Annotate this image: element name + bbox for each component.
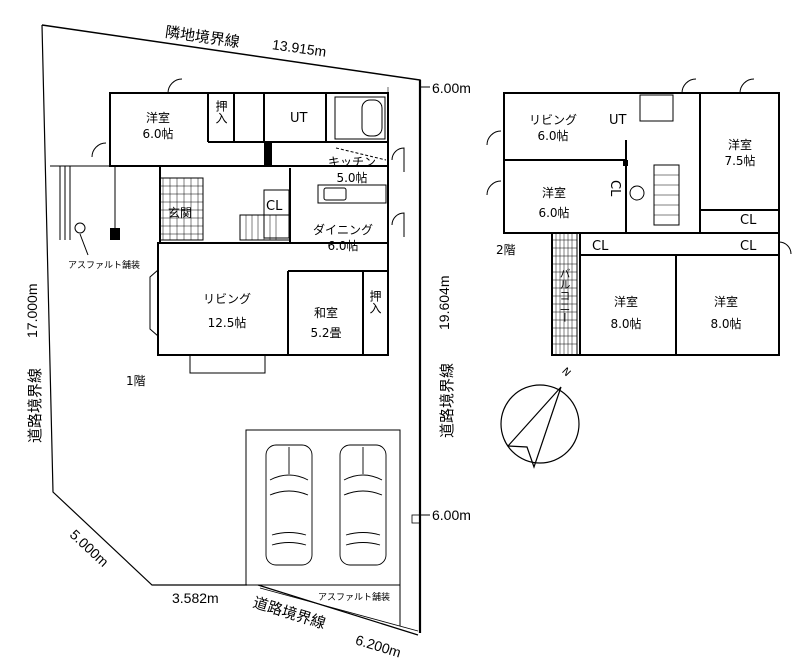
west-boundary-label: 道路境界線	[27, 367, 44, 443]
f1-room-genkan: 玄関	[168, 206, 193, 220]
floor2-label: 2階	[496, 243, 516, 257]
f2-room-cl-1: CL	[607, 180, 622, 197]
east-boundary-length: 19.604m	[436, 275, 452, 330]
f2-room-cl-2: CL	[740, 213, 757, 228]
pavement-label-2: アスファルト舗装	[318, 593, 391, 603]
f2-balcony: バルコニー	[558, 268, 571, 323]
site-boundary-west	[41, 24, 247, 586]
f2-room-ut: UT	[609, 113, 627, 128]
parking-area	[245, 429, 401, 586]
f1-room-ut: UT	[290, 111, 308, 126]
compass-icon	[500, 384, 580, 469]
f2-room-cl-3: CL	[592, 239, 609, 254]
f2-room-cl-4: CL	[740, 239, 757, 254]
car-2	[339, 444, 387, 566]
f1-room-oshiire-2: 押入	[368, 290, 382, 314]
f1-room-oshiire-1: 押入	[214, 100, 228, 124]
east-boundary-label: 道路境界線	[439, 362, 456, 438]
car-1	[265, 444, 313, 566]
pavement-label-1: アスファルト舗装	[68, 261, 141, 271]
south-segment-length: 3.582m	[172, 590, 219, 606]
f1-room-cl: CL	[266, 199, 283, 214]
road-width-top: 6.00m	[432, 80, 471, 96]
west-boundary-length: 17.000m	[24, 283, 40, 338]
floor1-label: 1階	[126, 374, 146, 388]
floor2-walls	[503, 92, 780, 356]
road-width-bottom: 6.00m	[432, 507, 471, 523]
site-boundary-south	[257, 584, 419, 636]
